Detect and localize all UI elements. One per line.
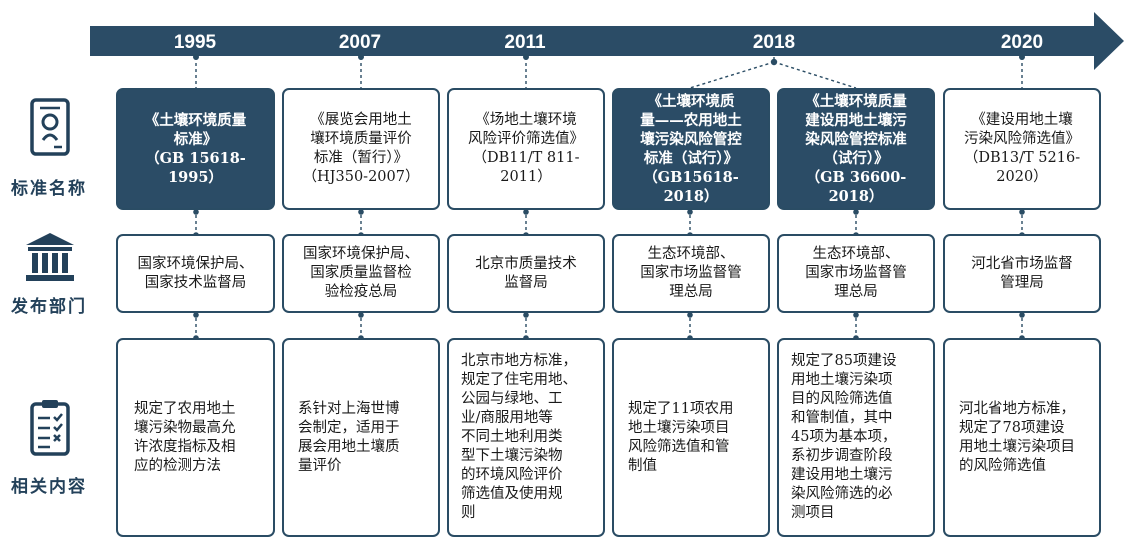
year-label-2007: 2007 [338,32,382,53]
checklist-clipboard-icon [30,400,70,456]
content-text: 河北省地方标准， 规定了78项建设 用地土壤污染项目 的风险筛选值 [959,400,1075,474]
content-card-2011: 北京市地方标准， 规定了住宅用地、 公园与绿地、工 业/商服用地等 不同土地利用… [447,338,605,537]
certificate-document-icon [30,98,70,156]
row-label-issuer: 发布部门 [11,297,87,317]
issuer-name: 国家环境保护局、 国家质量监督检 验检疫总局 [303,246,419,300]
year-label-2020: 2020 [1000,32,1044,53]
issuer-card-2020: 河北省市场监督 管理局 [943,234,1101,313]
standard-card-2018-farmland: 《土壤环境质 量——农用地土 壤污染风险管控 标准（试行）》 （GB15618-… [612,88,770,210]
government-building-icon [26,233,74,281]
issuer-name: 生态环境部、 国家市场监督管 理总局 [640,246,742,300]
row-label-standard-name: 标准名称 [11,179,87,199]
standard-name: 《土壤环境质 量——农用地土 壤污染风险管控 标准（试行）》 （GB15618-… [640,93,742,205]
content-text: 系针对上海世博 会制定，适用于 展会用地土壤质 量评价 [298,400,400,474]
issuer-card-2011: 北京市质量技术 监督局 [447,234,605,313]
issuer-name: 河北省市场监督 管理局 [971,255,1073,291]
issuer-name: 生态环境部、 国家市场监督管 理总局 [805,246,907,300]
standard-name: 《土壤环境质量 标准》 （GB 15618-1995） [144,112,247,186]
row-label-content: 相关内容 [11,477,87,497]
standard-card-2020: 《建设用地土壤 污染风险筛选值》 （DB13/T 5216- 2020） [943,88,1101,210]
year-label-1995: 1995 [173,32,217,53]
content-card-2007: 系针对上海世博 会制定，适用于 展会用地土壤质 量评价 [282,338,440,537]
standard-card-2007: 《展览会用地土 壤环境质量评价 标准（暂行）》 （HJ350-2007） [282,88,440,210]
issuer-card-1995: 国家环境保护局、 国家技术监督局 [116,234,275,313]
content-text: 规定了11项农用 地土壤污染项目 风险筛选值和管 制值 [628,400,734,474]
content-text: 规定了农用地土 壤污染物最高允 许浓度指标及相 应的检测方法 [134,400,236,474]
content-text: 规定了85项建设 用地土壤污染项 目的风险筛选值 和管制值，其中 45项为基本项… [791,353,897,521]
issuer-card-2007: 国家环境保护局、 国家质量监督检 验检疫总局 [282,234,440,313]
standard-card-2011: 《场地土壤环境 风险评价筛选值》 （DB11/T 811- 2011） [447,88,605,210]
year-label-2018: 2018 [752,32,796,53]
content-card-1995: 规定了农用地土 壤污染物最高允 许浓度指标及相 应的检测方法 [116,338,275,537]
content-card-2018-construction: 规定了85项建设 用地土壤污染项 目的风险筛选值 和管制值，其中 45项为基本项… [777,338,935,537]
issuer-name: 国家环境保护局、 国家技术监督局 [137,255,254,291]
standard-name: 《建设用地土壤 污染风险筛选值》 （DB13/T 5216- 2020） [963,112,1081,185]
timeline-arrow [90,12,1124,70]
content-card-2020: 河北省地方标准， 规定了78项建设 用地土壤污染项目 的风险筛选值 [943,338,1101,537]
year-label-2011: 2011 [504,32,546,53]
standard-card-2018-construction: 《土壤环境质量 建设用地土壤污 染风险管控标准 （试行）》 （GB 36600-… [777,88,935,210]
issuer-card-2018-construction: 生态环境部、 国家市场监督管 理总局 [777,234,935,313]
standard-name: 《土壤环境质量 建设用地土壤污 染风险管控标准 （试行）》 （GB 36600-… [805,93,907,205]
content-card-2018-farmland: 规定了11项农用 地土壤污染项目 风险筛选值和管 制值 [612,338,770,537]
standard-name: 《场地土壤环境 风险评价筛选值》 （DB11/T 811- 2011） [468,112,584,185]
content-text: 北京市地方标准， 规定了住宅用地、 公园与绿地、工 业/商服用地等 不同土地利用… [461,353,577,521]
standard-card-1995: 《土壤环境质量 标准》 （GB 15618-1995） [116,88,275,210]
issuer-card-2018-farmland: 生态环境部、 国家市场监督管 理总局 [612,234,770,313]
issuer-name: 北京市质量技术 监督局 [475,255,577,291]
standard-name: 《展览会用地土 壤环境质量评价 标准（暂行）》 （HJ350-2007） [302,112,420,185]
